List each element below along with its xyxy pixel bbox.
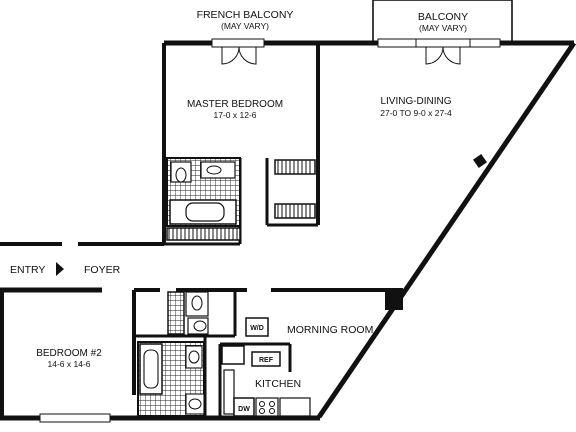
closet-shelving [274, 159, 316, 219]
master-bath [166, 157, 241, 241]
wd-label: W/D [250, 325, 264, 332]
foyer-label: FOYER [84, 264, 121, 276]
living-dining-dims: 27-0 TO 9-0 x 27-4 [380, 108, 452, 118]
balcony-note: (MAY VARY) [419, 23, 467, 33]
entry-label: ENTRY [10, 264, 45, 276]
hall-bath [137, 291, 209, 417]
balcony-label: BALCONY [418, 11, 468, 23]
room-labels: FRENCH BALCONY (MAY VARY) BALCONY (MAY V… [10, 9, 468, 413]
ref-label: REF [259, 357, 274, 364]
french-doors [221, 46, 461, 65]
french-balcony-note: (MAY VARY) [221, 21, 269, 31]
windows [39, 38, 501, 423]
morning-room-label: MORNING ROOM [287, 324, 373, 336]
french-balcony-label: FRENCH BALCONY [197, 9, 294, 21]
kitchen-label: KITCHEN [255, 378, 301, 390]
dw-label: DW [238, 406, 250, 413]
bedroom2-dims: 14-6 x 14-6 [48, 359, 91, 369]
bedroom2-label: BEDROOM #2 [36, 348, 102, 359]
entry-arrow-icon [56, 262, 64, 276]
master-bedroom-dims: 17-0 x 12-6 [214, 110, 257, 120]
kitchen-fixtures [221, 317, 311, 417]
living-dining-label: LIVING-DINING [380, 96, 451, 107]
master-bedroom-label: MASTER BEDROOM [187, 99, 283, 110]
